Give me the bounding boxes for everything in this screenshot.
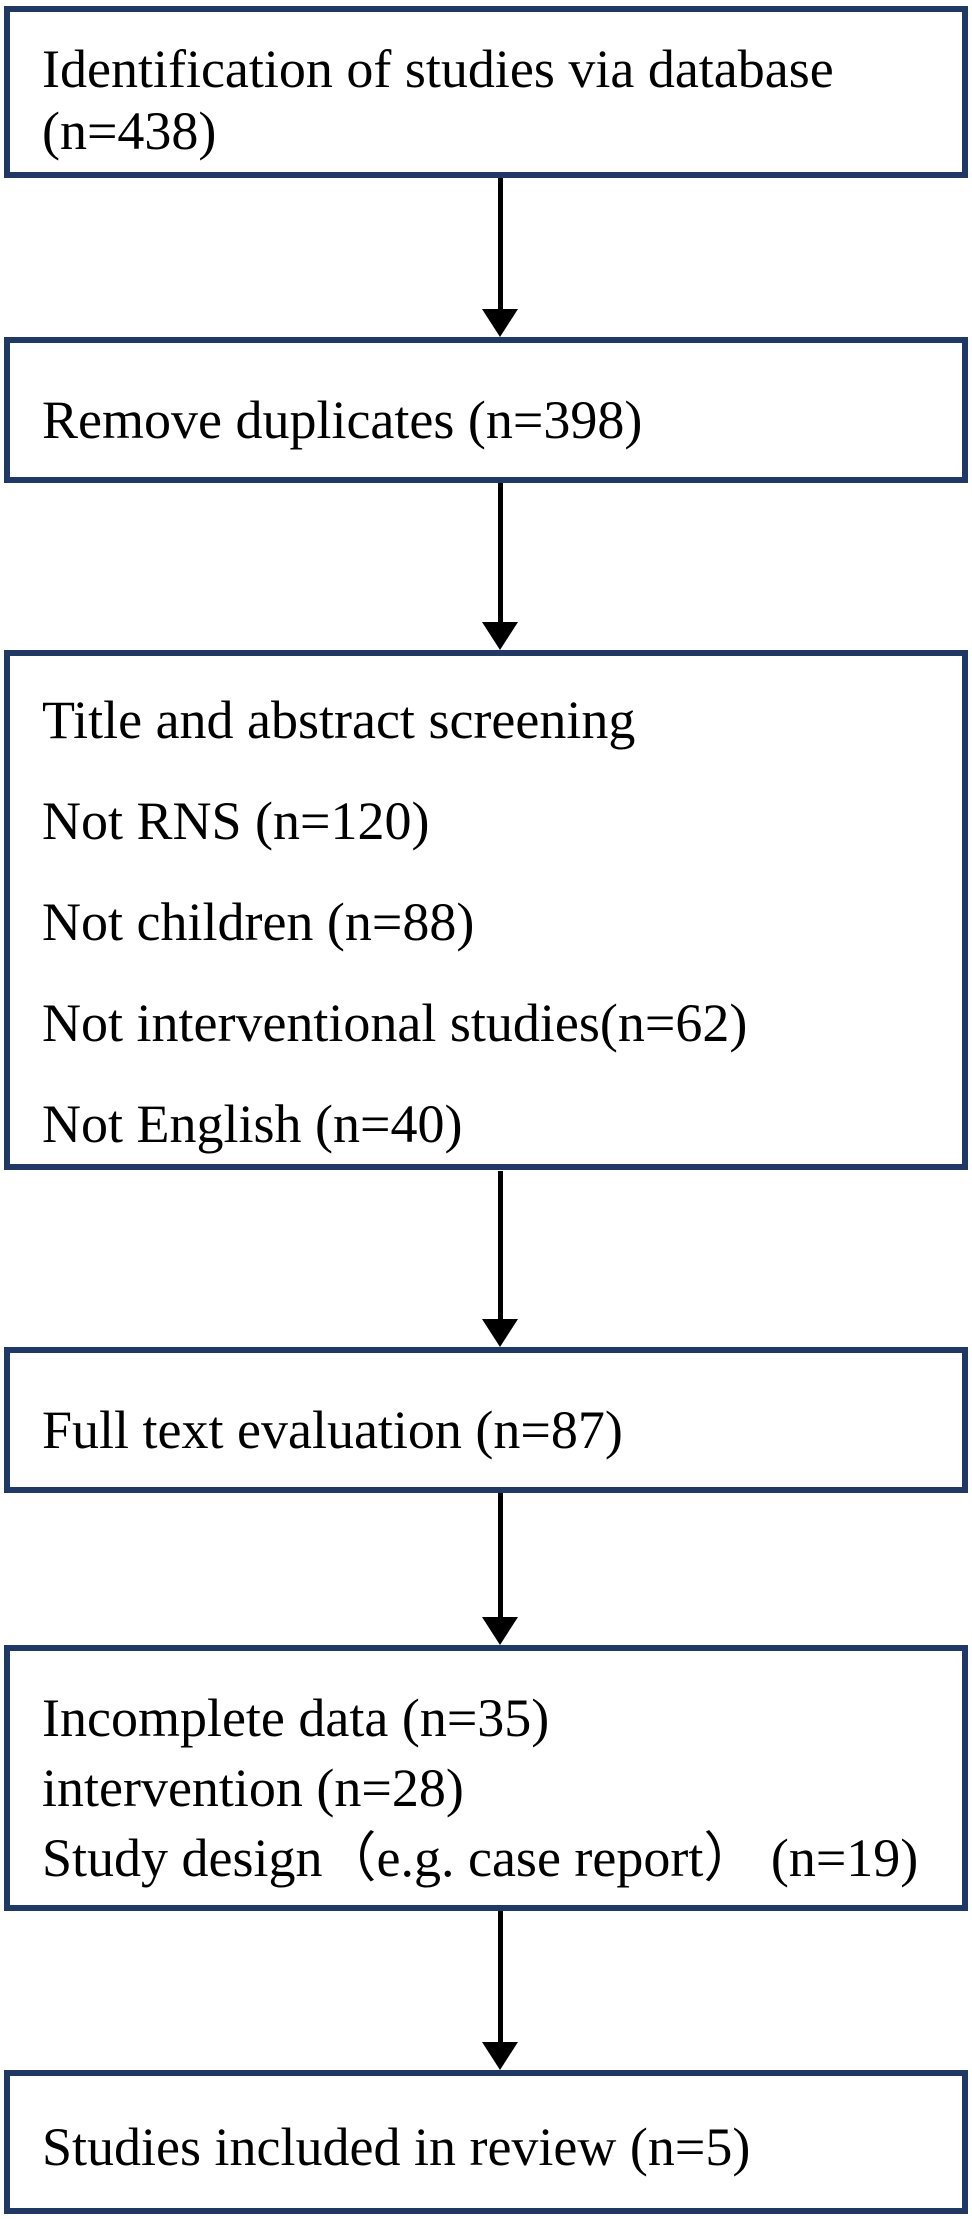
box-text-line: Title and abstract screening <box>42 690 636 750</box>
down-arrow-icon <box>482 1171 518 1347</box>
arrow-head <box>482 1319 518 1347</box>
box-remove-duplicates: Remove duplicates (n=398) <box>4 337 968 483</box>
box-full-text-evaluation: Full text evaluation (n=87) <box>4 1347 968 1493</box>
box-text-line: Not children (n=88) <box>42 892 475 952</box>
down-arrow-icon <box>482 483 518 650</box>
box-studies-included: Studies included in review (n=5) <box>4 2070 968 2214</box>
arrow-shaft <box>497 483 503 622</box>
arrow-head <box>482 1617 518 1645</box>
box-text-line: intervention (n=28) <box>42 1758 464 1818</box>
box-text-line: Full text evaluation (n=87) <box>42 1400 623 1460</box>
box-text-line: Studies included in review (n=5) <box>42 2117 751 2177</box>
box-text-line: Remove duplicates (n=398) <box>42 390 643 450</box>
arrow-shaft <box>497 178 503 309</box>
down-arrow-icon <box>482 178 518 337</box>
box-text-line: Not English (n=40) <box>42 1094 463 1154</box>
arrow-head <box>482 622 518 650</box>
down-arrow-icon <box>482 1911 518 2070</box>
box-text-line: Identification of studies via database <box>42 39 834 99</box>
box-text-line: Not interventional studies(n=62) <box>42 993 748 1053</box>
arrow-shaft <box>497 1493 503 1617</box>
arrow-head <box>482 2042 518 2070</box>
down-arrow-icon <box>482 1493 518 1645</box>
box-identification: Identification of studies via database (… <box>4 6 968 178</box>
arrow-head <box>482 309 518 337</box>
arrow-shaft <box>497 1911 503 2042</box>
box-title-abstract-screening: Title and abstract screening Not RNS (n=… <box>4 650 968 1170</box>
box-text-line: Incomplete data (n=35) <box>42 1688 550 1748</box>
box-text-line: (n=438) <box>42 101 217 161</box>
box-full-text-exclusions: Incomplete data (n=35) intervention (n=2… <box>4 1645 968 1911</box>
box-text-line: Study design（e.g. case report） (n=19) <box>42 1828 919 1888</box>
arrow-shaft <box>497 1171 503 1319</box>
box-text-line: Not RNS (n=120) <box>42 791 430 851</box>
